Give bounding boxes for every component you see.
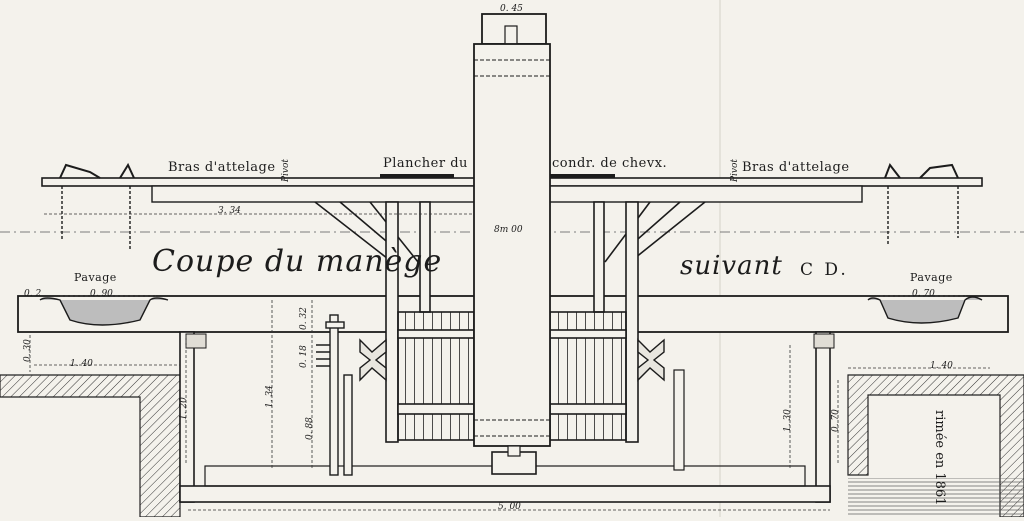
dim-pav-left-2: 0. 90	[90, 289, 113, 299]
label-bras-right: Bras d'attelage	[742, 160, 850, 175]
pit	[179, 331, 835, 503]
dim-shaft-height: 8m 00	[494, 225, 523, 235]
dim-h-right-a: 1. 30	[783, 409, 793, 432]
dim-offset-right: 1. 40	[930, 361, 953, 371]
dim-arm-length: 3. 34	[218, 206, 241, 216]
dim-base-width: 5. 00	[498, 502, 521, 512]
dim-h-right-b: 0. 70	[831, 409, 841, 432]
dim-h-rod-a: 0. 32	[299, 307, 309, 330]
dim-pav-right: 0. 70	[912, 289, 935, 299]
masonry-left	[0, 374, 181, 518]
dim-h-rod-c: 0. 88	[305, 417, 315, 440]
dim-pav-left-1: 0. 2	[24, 289, 42, 299]
label-pivot-right: Pivot	[730, 158, 740, 182]
label-plancher: Plancher du	[383, 156, 468, 171]
title-section: C D.	[800, 260, 849, 280]
label-bras-left: Bras d'attelage	[168, 160, 276, 175]
dim-h-rod-b: 0. 18	[299, 345, 309, 368]
dim-offset-left: 1. 40	[70, 359, 93, 369]
water-lines	[848, 478, 1024, 517]
dim-h-left-a: 0. 30	[23, 339, 33, 362]
masonry-right	[847, 374, 1024, 518]
dimension-lines	[29, 213, 990, 511]
braces	[314, 201, 706, 263]
dim-h-inner: 1. 34	[265, 385, 275, 408]
label-imprint: rimée en 1861	[932, 410, 947, 506]
dim-top-block: 0. 45	[500, 4, 523, 14]
central-shaft	[473, 13, 551, 475]
label-pavage-right: Pavage	[910, 271, 953, 284]
rod	[325, 314, 353, 476]
dim-h-left-b: 1. 20	[179, 397, 189, 420]
label-pivot-left: Pivot	[281, 158, 291, 182]
label-conducteur: condr. de chevx.	[552, 156, 668, 171]
title-suivant: suivant	[680, 251, 783, 281]
label-pavage-left: Pavage	[74, 271, 117, 284]
gears	[316, 338, 665, 382]
title-coupe: Coupe du manège	[152, 244, 443, 279]
